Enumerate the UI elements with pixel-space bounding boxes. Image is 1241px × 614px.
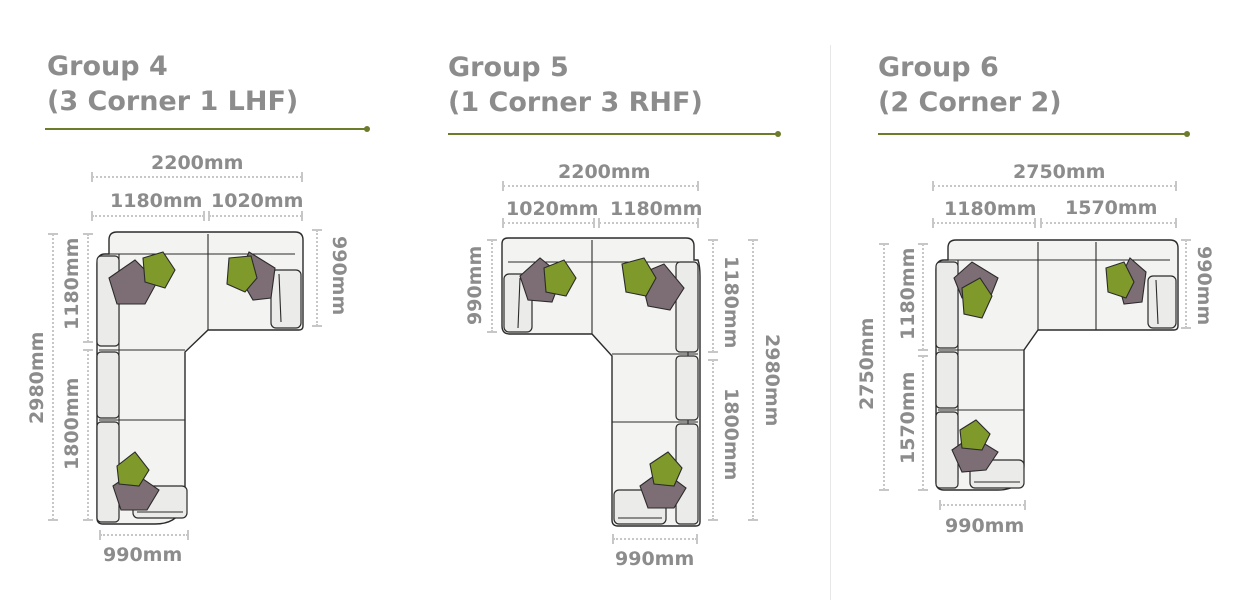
group-4-right-depth-label: 990mm	[328, 236, 350, 316]
group-6-total-height-label: 2750mm	[856, 317, 878, 410]
group-5-total-width-label: 2200mm	[558, 161, 651, 183]
group-4-right-depth-line	[312, 229, 322, 327]
group-5-seg-b-label: 1180mm	[610, 198, 703, 220]
group-4-title: Group 4 (3 Corner 1 LHF)	[47, 49, 298, 119]
group-4-total-height-label: 2980mm	[26, 331, 48, 424]
group-4-seg-a-line	[91, 211, 205, 221]
group-4-seg-b-label: 1020mm	[211, 190, 304, 212]
group-4-title-line1: Group 4	[47, 51, 168, 82]
group-6-lower-height-line	[918, 355, 928, 491]
panel-separator	[830, 45, 831, 600]
group-6-seg-a-label: 1180mm	[944, 198, 1037, 220]
group-6-title-rule	[878, 131, 1190, 137]
group-5-sofa-diagram	[501, 237, 701, 527]
group-5-cushion-green-2	[621, 257, 657, 297]
group-6-cushion-green-3	[959, 419, 991, 451]
group-5-total-height-line	[748, 239, 758, 521]
group-6-cushion-green-2	[1105, 261, 1135, 299]
group-6-cushion-green-1	[961, 277, 993, 319]
group-6-right-depth-label: 990mm	[1193, 246, 1215, 326]
group-4-upper-height-line	[83, 233, 93, 343]
group-5-seg-b-line	[598, 218, 699, 228]
group-6-upper-height-label: 1180mm	[897, 247, 919, 340]
group-6-total-width-label: 2750mm	[1013, 161, 1106, 183]
group-6-title-line2: (2 Corner 2)	[878, 87, 1062, 118]
group-6-total-width-line	[932, 181, 1177, 191]
group-4-cushion-green-1	[142, 251, 176, 289]
group-5-total-width-line	[502, 181, 699, 191]
group-5-left-depth-label: 990mm	[464, 245, 486, 325]
group-5-left-depth-line	[487, 239, 497, 333]
group-6-upper-height-line	[918, 243, 928, 351]
group-6-seg-a-line	[932, 218, 1036, 228]
group-5-cushion-green-1	[543, 259, 577, 297]
group-4-total-width-line	[91, 172, 303, 182]
group-4-bottom-width-line	[99, 530, 189, 540]
group-5-title-line2: (1 Corner 3 RHF)	[448, 87, 703, 118]
group-5-bottom-width-label: 990mm	[615, 548, 695, 570]
group-5-total-height-label: 2980mm	[761, 334, 783, 427]
group-6-total-height-line	[879, 243, 889, 491]
group-4-cushion-green-2	[226, 255, 258, 293]
group-6-lower-height-label: 1570mm	[897, 371, 919, 464]
group-5-title: Group 5 (1 Corner 3 RHF)	[448, 50, 703, 120]
group-4-title-line2: (3 Corner 1 LHF)	[47, 86, 299, 117]
group-4-sofa-diagram	[96, 231, 304, 525]
group-5-upper-height-line	[708, 239, 718, 353]
group-6-seg-b-line	[1040, 218, 1177, 228]
group-4-seg-b-line	[208, 211, 303, 221]
group-4-seg-a-label: 1180mm	[110, 190, 203, 212]
group-5-lower-height-line	[708, 359, 718, 521]
group-4-title-rule	[45, 126, 370, 132]
group-6-bottom-width-label: 990mm	[945, 515, 1025, 537]
group-4-bottom-width-label: 990mm	[103, 544, 183, 566]
group-5-seg-a-label: 1020mm	[506, 198, 599, 220]
group-6-right-depth-line	[1181, 239, 1191, 329]
group-6-title-line1: Group 6	[878, 52, 999, 83]
group-5-upper-height-label: 1180mm	[720, 256, 742, 349]
group-4-lower-height-line	[83, 349, 93, 521]
group-6-bottom-width-line	[939, 500, 1026, 510]
group-4-cushion-green-3	[116, 451, 150, 487]
group-5-cushion-green-3	[649, 451, 683, 487]
group-5-bottom-width-line	[612, 534, 698, 544]
group-5-lower-height-label: 1800mm	[720, 388, 742, 481]
group-6-sofa-diagram	[935, 239, 1179, 491]
group-5-title-line1: Group 5	[448, 52, 569, 83]
group-4-lower-height-label: 1800mm	[61, 377, 83, 470]
group-6-title: Group 6 (2 Corner 2)	[878, 50, 1062, 120]
group-5-title-rule	[448, 131, 781, 137]
group-6-seg-b-label: 1570mm	[1065, 197, 1158, 219]
group-4-total-height-line	[48, 233, 58, 521]
group-4-upper-height-label: 1180mm	[61, 237, 83, 330]
group-4-total-width-label: 2200mm	[151, 152, 244, 174]
group-5-seg-a-line	[502, 218, 595, 228]
